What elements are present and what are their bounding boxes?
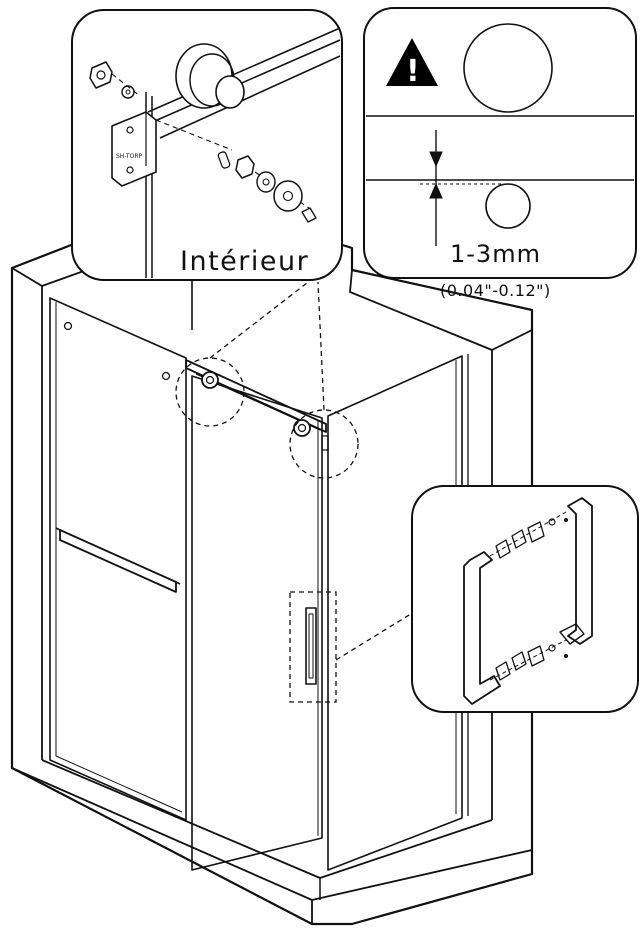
detail-hex-nut [235, 155, 255, 179]
panel-hole-1 [63, 321, 73, 331]
towel-bar [59, 529, 177, 593]
detail-screw [301, 207, 317, 223]
rail-end-bracket [321, 435, 329, 451]
panel-hole-2 [161, 371, 171, 381]
interior-detail-frame [71, 9, 343, 281]
roller-top-view [463, 23, 553, 113]
towel-bar-bracket-right [175, 581, 181, 585]
warning-icon: ! [386, 38, 438, 89]
fixed-glass-panel [49, 297, 187, 821]
handle-callout-box [289, 591, 337, 703]
handle-right [567, 497, 593, 645]
gap-detail-frame [363, 7, 637, 279]
detail-rail [147, 27, 341, 139]
towel-bar-bracket-left [55, 527, 61, 531]
detail-nut [89, 61, 113, 89]
roller-callout-circle-2 [289, 409, 359, 479]
detail-roller-hub [215, 75, 245, 109]
roller-wheel-icon [201, 371, 219, 389]
handle-fittings-top [495, 521, 545, 559]
sliding-door-panel [191, 375, 323, 871]
detail-washer-2 [256, 171, 276, 193]
svg-text:SH-TORP: SH-TORP [116, 153, 142, 160]
leader-3 [335, 611, 415, 661]
handle-detail-panel [411, 485, 639, 713]
handle-detail-frame [411, 485, 639, 713]
roller-wheel-icon [293, 419, 311, 437]
gap-dimension [420, 130, 508, 246]
handle-left [463, 551, 501, 705]
shower-base-outer [11, 767, 533, 901]
roller-callout-circle-1 [175, 357, 245, 427]
detail-cap [273, 180, 303, 212]
fixed-glass-panel-inner [55, 302, 183, 813]
callout-markers [175, 275, 415, 703]
gap-range-label: 1-3mm [450, 240, 541, 268]
interior-label: Intérieur [180, 246, 309, 277]
roller-side-view [485, 183, 531, 229]
door-handle-inner [308, 613, 314, 679]
return-panel [327, 355, 463, 871]
svg-text:!: ! [406, 54, 420, 89]
wall-top-right [349, 269, 533, 351]
detail-bracket [111, 111, 157, 187]
gap-range-inches-label: (0.04"-0.12") [440, 281, 551, 300]
door-handle [305, 607, 317, 685]
interior-detail-panel: SH-TORP Intérieur [71, 9, 343, 281]
leader-2 [317, 281, 325, 411]
header-rail [185, 359, 327, 433]
detail-spacer [217, 151, 231, 169]
leader-1 [209, 275, 317, 359]
gap-detail-panel: ! 1-3mm [363, 7, 637, 279]
